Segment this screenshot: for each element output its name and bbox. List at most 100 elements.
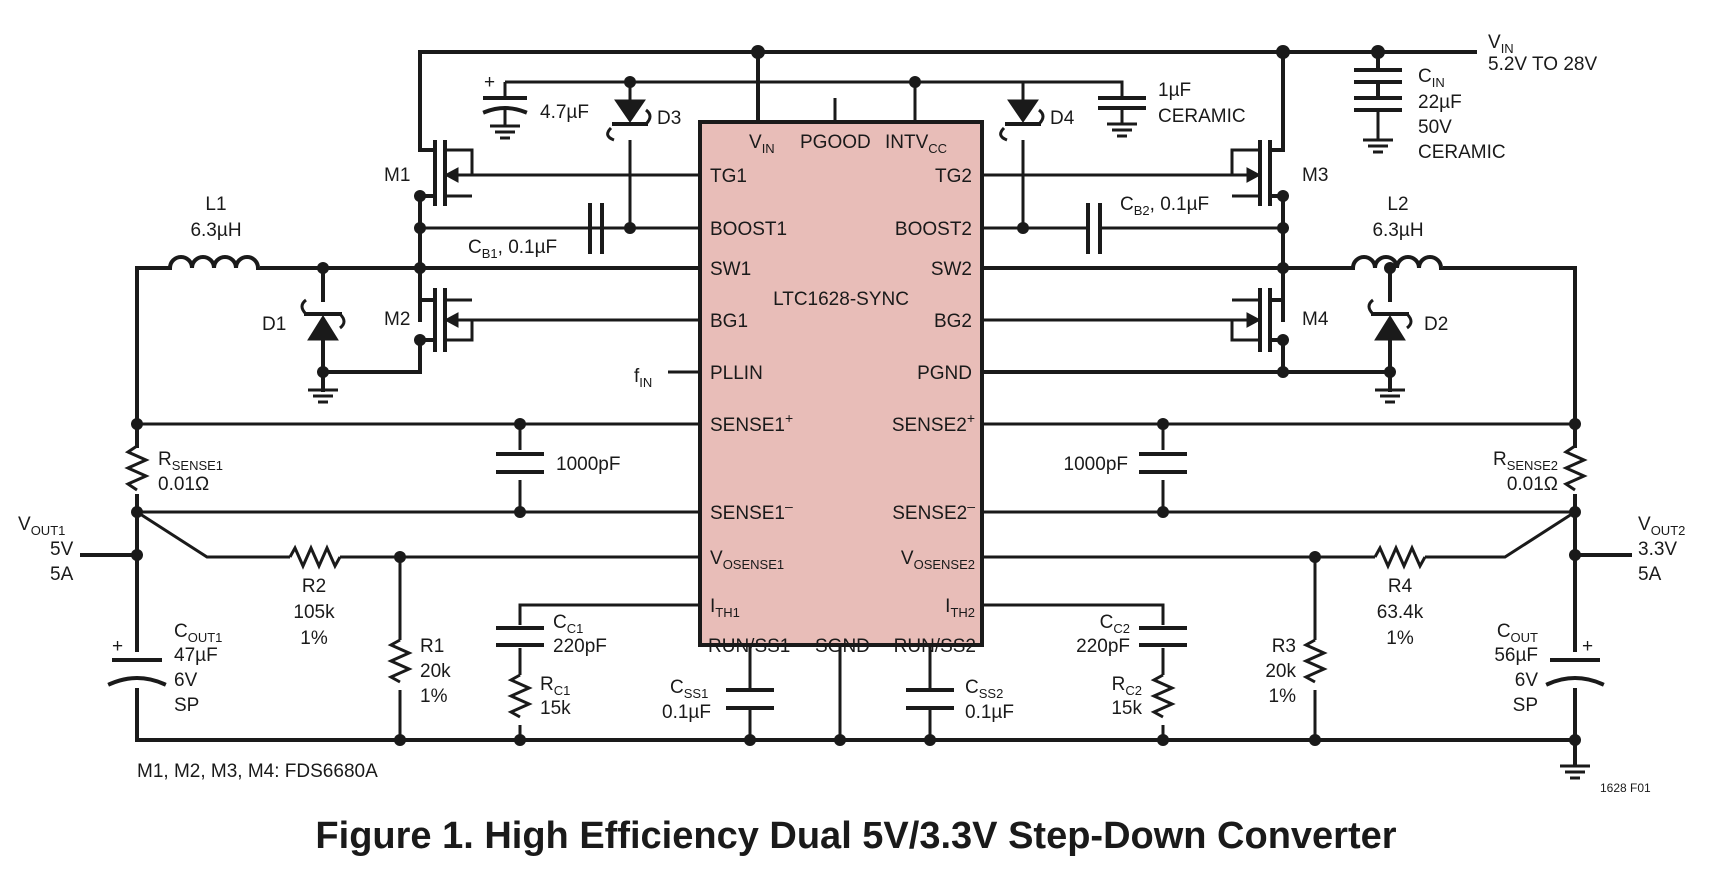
vout1-current: 5A (50, 564, 74, 585)
cc2-name: CC2 (1100, 612, 1130, 636)
mosfet-m4: M4 (1230, 288, 1329, 352)
pin-runss1: RUN/SS1 (708, 636, 790, 657)
inductor-l2-name: L2 (1387, 194, 1408, 215)
cout1-type: SP (174, 695, 199, 716)
cin-type: CERAMIC (1418, 142, 1506, 163)
r4-name: R4 (1388, 576, 1413, 597)
rsense1-value: 0.01Ω (158, 474, 209, 495)
rc1-name: RC1 (540, 674, 570, 698)
resistor-r4: R4 63.4k 1% (1373, 544, 1427, 649)
pin-sense1-plus: SENSE1+ (710, 410, 793, 436)
css2-name: CSS2 (965, 677, 1003, 701)
capacitor-1uf: 1µF CERAMIC (1098, 80, 1246, 138)
vin-name: VIN (1488, 32, 1514, 56)
capacitor-1uf-value: 1µF (1158, 80, 1191, 101)
cc2-value: 220pF (1076, 636, 1130, 657)
pin-sgnd: SGND (815, 636, 870, 657)
capacitor-cb2: CB2, 0.1µF (1078, 194, 1209, 254)
r1-tol: 1% (420, 686, 448, 707)
r4-value: 63.4k (1377, 602, 1424, 623)
rc2-name: RC2 (1112, 674, 1142, 698)
mosfet-m2-label: M2 (384, 309, 410, 330)
pin-runss2: RUN/SS2 (894, 636, 976, 657)
r3-value: 20k (1265, 661, 1296, 682)
inductor-l2: L2 6.3µH (1350, 194, 1444, 271)
r3-name: R3 (1272, 636, 1296, 657)
diode-d1-label: D1 (262, 314, 286, 335)
ic-ltc1628: LTC1628-SYNC VIN PGOOD INTVCC TG1 BOOST1… (698, 120, 984, 657)
vout2-voltage: 3.3V (1638, 539, 1677, 560)
cb1-label: CB1, 0.1µF (468, 237, 557, 261)
cout1-voltage: 6V (174, 670, 198, 691)
cin-name: CIN (1418, 66, 1445, 90)
pin-sense1-minus: SENSE1– (710, 498, 793, 524)
pin-tg2: TG2 (935, 166, 972, 187)
resistor-r2: R2 105k 1% (288, 544, 342, 649)
resistor-rc1: RC1 15k (507, 673, 571, 719)
cout2-name: COUT (1497, 621, 1538, 645)
cin-value: 22µF (1418, 92, 1462, 113)
capacitor-cc1: CC1 220pF (496, 612, 607, 657)
rsense1-name: RSENSE1 (158, 449, 223, 473)
r2-value: 105k (293, 602, 335, 623)
capacitor-cin: CIN 22µF 50V CERAMIC (1354, 66, 1506, 163)
css2-value: 0.1µF (965, 702, 1014, 723)
mosfet-m1: M1 (384, 140, 474, 206)
pin-bg1: BG1 (710, 311, 748, 332)
r4-tol: 1% (1386, 628, 1414, 649)
capacitor-1000pf-right: 1000pF (1064, 452, 1187, 475)
capacitor-cc2: CC2 220pF (1076, 612, 1187, 657)
cc1-name: CC1 (553, 612, 583, 636)
capacitor-4p7uf-value: 4.7µF (540, 102, 589, 123)
diode-d2-label: D2 (1424, 314, 1448, 335)
pin-ith1: ITH1 (710, 596, 740, 620)
fin-label: fIN (634, 366, 652, 390)
capacitor-cout1: + COUT1 47µF 6V SP (107, 621, 222, 716)
mosfet-m3: M3 (1230, 140, 1328, 206)
resistor-r3: R3 20k 1% (1265, 636, 1328, 707)
mosfet-m4-label: M4 (1302, 309, 1329, 330)
css1-value: 0.1µF (662, 702, 711, 723)
pin-vosense1: VOSENSE1 (710, 548, 784, 572)
cout1-value: 47µF (174, 645, 218, 666)
rc1-value: 15k (540, 698, 571, 719)
pin-ith2: ITH2 (945, 596, 975, 620)
diode-d4: D4 (999, 99, 1075, 142)
diode-d3: D3 (606, 99, 681, 142)
cc1-value: 220pF (553, 636, 607, 657)
r2-tol: 1% (300, 628, 328, 649)
pin-sw1: SW1 (710, 259, 751, 280)
mosfet-m1-label: M1 (384, 165, 410, 186)
cout2-voltage: 6V (1515, 670, 1539, 691)
figure-code: 1628 F01 (1600, 781, 1651, 795)
capacitor-1000pf-left: 1000pF (496, 452, 620, 475)
pin-sw2: SW2 (931, 259, 972, 280)
resistor-rsense1: RSENSE1 0.01Ω (124, 444, 223, 495)
rc2-value: 15k (1111, 698, 1142, 719)
cout2-type: SP (1513, 695, 1538, 716)
rsense2-value: 0.01Ω (1507, 474, 1558, 495)
pin-sense2-minus: SENSE2– (892, 498, 975, 524)
inductor-l2-value: 6.3µH (1372, 220, 1423, 241)
pin-intvcc: INTVCC (885, 132, 947, 156)
inductor-l1-value: 6.3µH (190, 220, 241, 241)
cout1-name: COUT1 (174, 621, 222, 645)
mosfet-m2: M2 (384, 288, 474, 352)
capacitor-css2: CSS2 0.1µF (906, 677, 1014, 723)
vout1-label: VOUT1 5V 5A (18, 514, 74, 585)
resistor-rc2: RC2 15k (1111, 673, 1176, 719)
diode-d3-label: D3 (657, 108, 681, 129)
rsense2-name: RSENSE2 (1493, 449, 1558, 473)
pin-boost2: BOOST2 (895, 219, 972, 240)
capacitor-cout2: + COUT 56µF 6V SP (1494, 621, 1605, 716)
pin-pgnd: PGND (917, 363, 972, 384)
pin-vin: VIN (749, 132, 775, 156)
ic-name: LTC1628-SYNC (773, 289, 909, 310)
resistor-rsense2: RSENSE2 0.01Ω (1493, 444, 1588, 495)
r3-tol: 1% (1269, 686, 1297, 707)
ground-icon (1560, 764, 1590, 780)
cin-voltage: 50V (1418, 117, 1452, 138)
capacitor-plus: + (484, 72, 495, 93)
pin-boost1: BOOST1 (710, 219, 787, 240)
